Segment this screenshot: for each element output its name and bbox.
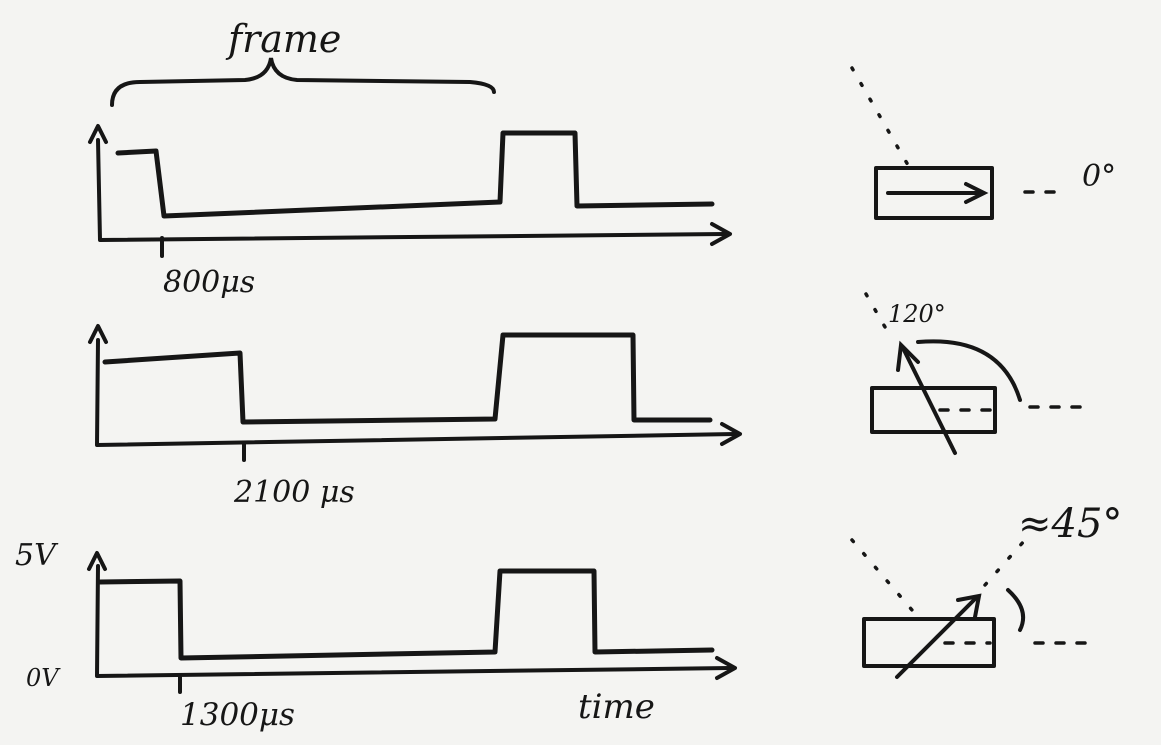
reference-dotted-line-1: [850, 66, 914, 174]
time-axis-label: time: [578, 687, 655, 727]
servo-arm-3: [895, 597, 977, 679]
servo-position-3: ≈45°: [850, 501, 1122, 679]
axes-2: [95, 338, 737, 447]
frame-label: frame: [225, 17, 341, 61]
x-arrowhead-2: [720, 422, 742, 446]
servo-body-1: [874, 166, 994, 220]
pwm-signal-3: [97, 568, 715, 661]
angle-label-1: 0°: [1082, 159, 1116, 194]
voltage-low-label: 0V: [26, 664, 61, 692]
pwm-signal-2: [102, 332, 713, 425]
frame-brace: [110, 57, 496, 107]
pulse-width-label-3: 1300μs: [180, 697, 295, 733]
axes-1: [96, 138, 727, 242]
rotation-arc-2: [916, 339, 1022, 402]
voltage-high-label: 5V: [15, 538, 59, 573]
x-arrowhead-1: [710, 222, 732, 246]
servo-arm-arrowhead-3: [956, 593, 982, 619]
rotation-arc-3: [1006, 588, 1025, 632]
angle-label-3: ≈45°: [1018, 501, 1122, 547]
waveform-row-2: 2100 μs: [88, 324, 742, 510]
pwm-signal-1: [115, 130, 715, 219]
pulse-width-label-1: 800μs: [163, 265, 255, 300]
reference-dotted-line-2: [864, 292, 887, 329]
pulse-width-label-2: 2100 μs: [233, 475, 355, 510]
y-arrowhead-1: [88, 124, 108, 144]
axes-3: [95, 564, 732, 678]
servo-arm-arrowhead-1: [964, 182, 989, 204]
servo-arm-arrowhead-2: [896, 340, 920, 372]
angle-label-2: 120°: [888, 300, 946, 328]
servo-body-2: [870, 386, 997, 434]
waveform-row-3: 5V 0V 1300μs time: [15, 538, 737, 733]
waveform-row-1: 800μs: [88, 124, 732, 300]
servo-body-3: [862, 617, 996, 668]
servo-arm-2: [901, 346, 957, 455]
y-arrowhead-2: [88, 324, 108, 344]
servo-position-1: 0°: [850, 66, 1116, 220]
x-arrowhead-3: [715, 656, 737, 680]
servo-position-2: 120°: [864, 292, 1092, 455]
reference-dotted-line-3: [850, 538, 914, 612]
y-arrowhead-3: [87, 551, 107, 571]
